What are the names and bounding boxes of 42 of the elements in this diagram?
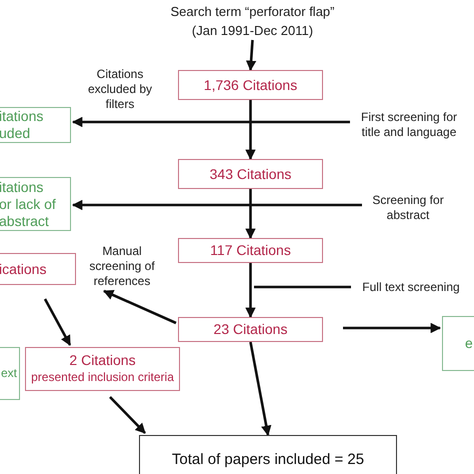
exclusion-label: Citations excluded by filters xyxy=(86,67,154,112)
note-text: Full text screening xyxy=(362,280,460,295)
note-text: Screening for abstract xyxy=(371,193,445,223)
total-box xyxy=(139,435,397,474)
arrow xyxy=(109,396,146,434)
arrow xyxy=(343,322,442,334)
arrow xyxy=(44,298,72,346)
citation-box xyxy=(0,253,76,285)
connector-line xyxy=(254,286,351,288)
excluded-box xyxy=(442,316,474,371)
box-text: uded xyxy=(0,125,30,142)
citation-box xyxy=(25,347,180,391)
box-heading: ications xyxy=(0,260,46,278)
box-heading: ext xyxy=(0,365,18,382)
box-heading: 23 Citations xyxy=(214,321,288,338)
excluded-box xyxy=(0,177,71,231)
arrow xyxy=(245,100,256,160)
citation-box xyxy=(178,70,323,100)
citation-box xyxy=(178,317,323,342)
arrow xyxy=(245,263,256,318)
arrow xyxy=(246,40,256,72)
citation-box xyxy=(178,159,323,189)
arrow xyxy=(72,200,362,210)
box-heading: Total of papers included = 25 xyxy=(172,451,364,469)
note-text: First screening for title and language xyxy=(360,110,458,140)
box-text: presented inclusion criteria xyxy=(31,369,174,386)
arrow xyxy=(245,189,256,240)
arrow xyxy=(103,290,177,324)
excluded-box xyxy=(0,107,71,143)
arrow xyxy=(249,342,272,436)
box-heading: 117 Citations xyxy=(210,242,291,259)
box-heading: e xyxy=(465,335,473,352)
box-heading: 343 Citations xyxy=(210,166,292,182)
excluded-box xyxy=(0,347,20,400)
box-heading: 2 Citations xyxy=(69,352,136,369)
note-text: Manual screening of references xyxy=(88,244,156,288)
box-heading: itations xyxy=(0,108,44,125)
citation-box xyxy=(178,238,323,263)
box-heading: itations xyxy=(0,178,44,196)
note-text: Search term “perforator flap” (Jan 1991-Dec 2011) xyxy=(169,3,336,40)
box-heading: 1,736 Citations xyxy=(204,76,298,94)
arrow xyxy=(72,116,350,128)
